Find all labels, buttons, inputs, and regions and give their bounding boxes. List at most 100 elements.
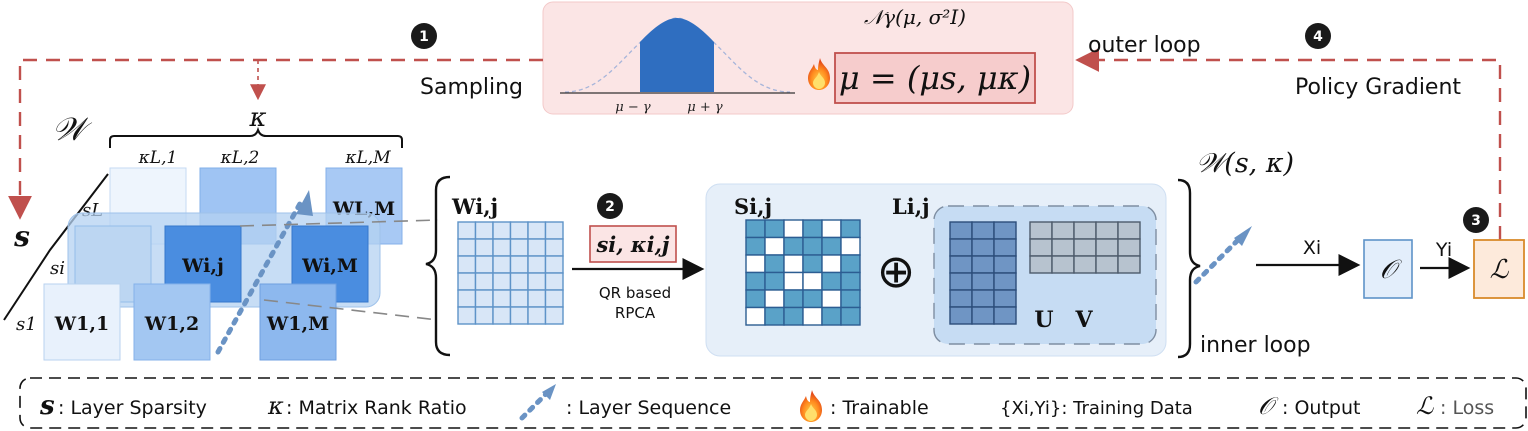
- w-ij-grid-cell: [474, 255, 494, 274]
- s-ij-grid-cell: [783, 271, 804, 291]
- v-grid-cell: [1095, 255, 1119, 274]
- block-w-1-1: [43, 283, 121, 361]
- svg-text:2: 2: [605, 199, 615, 215]
- w-ij-grid-cell: [544, 238, 564, 257]
- svg-text:1: 1: [419, 29, 429, 45]
- s-ij-grid-cell: [802, 254, 823, 274]
- qr-label-2: RPCA: [615, 304, 656, 322]
- v-grid-cell: [1073, 238, 1097, 257]
- gaussian-shaded-region: [640, 18, 714, 92]
- decomposition-panel: Si,j ⊕ Li,j U V: [705, 183, 1167, 357]
- w-ij-grid-cell: [492, 289, 512, 308]
- v-grid-cell: [1073, 255, 1097, 274]
- v-grid-cell: [1073, 221, 1097, 240]
- u-grid-cell: [971, 238, 995, 257]
- w-ij-grid-cell: [509, 306, 529, 325]
- w-ij-grid-cell: [492, 272, 512, 291]
- w-ij-grid-cell: [492, 238, 512, 257]
- s-ij-grid-cell: [802, 271, 823, 291]
- s-ij-grid-cell: [821, 219, 842, 239]
- w-ij-grid-cell: [527, 289, 547, 308]
- s-ij-grid-cell: [764, 271, 785, 291]
- mu-minus-gamma: μ − γ: [615, 100, 651, 115]
- step-badge-4: 4: [1305, 23, 1331, 49]
- kappa-brace: [109, 126, 403, 148]
- oplus-symbol: ⊕: [877, 244, 916, 298]
- u-grid-cell: [949, 221, 973, 240]
- v-grid: [1029, 221, 1141, 274]
- block-w-1-m: [259, 283, 337, 361]
- u-grid-cell: [971, 272, 995, 291]
- legend-trainable-desc: : Trainable: [830, 397, 929, 419]
- y-label: Yi: [1435, 239, 1452, 261]
- gaussian-curve: [564, 17, 791, 93]
- svg-text:W1,1: W1,1: [54, 313, 109, 335]
- left-brace: [425, 175, 451, 357]
- w-ij-grid-cell: [474, 221, 494, 240]
- s-symbol: s: [13, 220, 30, 253]
- svg-text:Si,j: Si,j: [734, 194, 772, 219]
- qr-label-1: QR based: [599, 284, 671, 302]
- svg-text:W1,2: W1,2: [144, 313, 199, 335]
- sampling-label: Sampling: [420, 75, 523, 100]
- s-ij-grid-cell: [821, 271, 842, 291]
- w-ij-grid: [457, 221, 564, 325]
- right-brace: [1177, 178, 1201, 359]
- u-grid-cell: [949, 238, 973, 257]
- block-w-1-2: [133, 283, 211, 361]
- u-grid-cell: [993, 221, 1017, 240]
- u-grid-cell: [949, 272, 973, 291]
- w-ij-grid-cell: [527, 272, 547, 291]
- s-ij-grid-cell: [745, 289, 766, 309]
- u-grid-cell: [949, 255, 973, 274]
- u-grid-cell: [949, 306, 973, 325]
- w-ij-grid-cell: [544, 272, 564, 291]
- s-label-bottom: s1: [16, 314, 37, 335]
- s-ij-grid-cell: [821, 236, 842, 256]
- w-ij-grid-cell: [509, 289, 529, 308]
- w-ij-grid-cell: [457, 221, 477, 240]
- w-ij-grid-cell: [544, 306, 564, 325]
- weight-set-symbol: 𝒲: [52, 110, 93, 148]
- v-grid-cell: [1051, 221, 1075, 240]
- w-ij-grid-cell: [509, 255, 529, 274]
- params-box: [589, 225, 677, 263]
- legend-o-desc: : Output: [1282, 397, 1360, 419]
- kappa-label-m: κL,M: [344, 148, 391, 168]
- distribution-panel: μ − γ μ + γ 𝒩γ(μ, σ²I) μ = (μs, μκ): [542, 1, 1074, 115]
- v-grid-cell: [1095, 221, 1119, 240]
- u-grid-cell: [993, 255, 1017, 274]
- policy-gradient-label: Policy Gradient: [1295, 75, 1461, 100]
- output-box: [1363, 239, 1413, 299]
- svg-text:4: 4: [1313, 29, 1323, 45]
- fire-icon: [808, 58, 830, 90]
- u-grid: [949, 221, 1017, 325]
- w-ij-grid-cell: [474, 289, 494, 308]
- s-ij-grid-cell: [764, 289, 785, 309]
- legend-k-symbol: κ: [267, 392, 284, 420]
- svg-text:Wi,j: Wi,j: [181, 255, 224, 277]
- distribution-formula: 𝒩γ(μ, σ²I): [864, 5, 966, 29]
- s-ij-grid-cell: [764, 306, 785, 326]
- w-ij-grid-cell: [492, 255, 512, 274]
- loss-symbol: ℒ: [1490, 255, 1510, 285]
- u-grid-cell: [993, 289, 1017, 308]
- s-ij-grid-cell: [783, 289, 804, 309]
- legend-l-desc: : Loss: [1440, 397, 1494, 419]
- kappa-label-2: κL,2: [220, 148, 260, 168]
- w-ij-grid-cell: [457, 272, 477, 291]
- u-grid-cell: [993, 306, 1017, 325]
- w-ij-grid-cell: [474, 306, 494, 325]
- svg-text:3: 3: [1471, 213, 1481, 229]
- legend-s-symbol: s: [39, 391, 55, 421]
- w-ij-grid-cell: [509, 238, 529, 257]
- w-ij-grid-cell: [509, 221, 529, 240]
- u-grid-cell: [971, 289, 995, 308]
- s-ij-grid-cell: [821, 254, 842, 274]
- inner-loop-arrow: [1193, 235, 1243, 285]
- s-ij-grid-cell: [745, 254, 766, 274]
- legend-data-desc: {Xi,Yi}: Training Data: [1000, 398, 1193, 419]
- w-ij-grid-cell: [544, 289, 564, 308]
- s-ij-grid-cell: [745, 306, 766, 326]
- w-ij-matrix: Wi,j: [451, 194, 564, 325]
